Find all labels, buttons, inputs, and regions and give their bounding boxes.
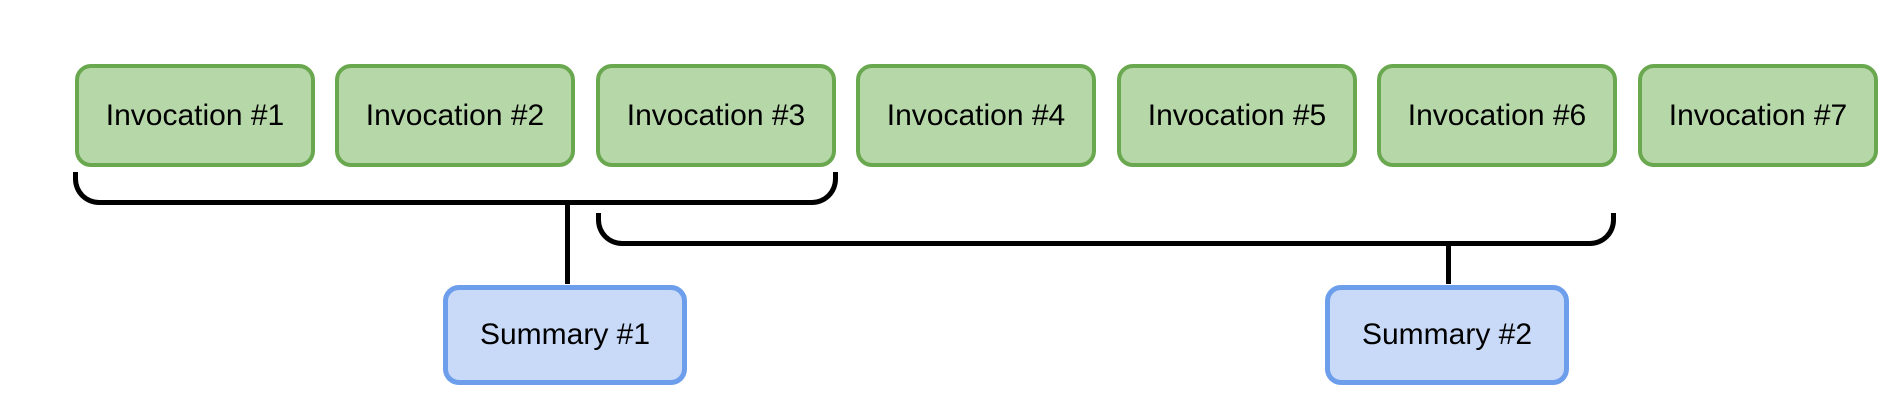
connector-stem-1 — [565, 200, 570, 284]
invocation-box-2: Invocation #2 — [335, 64, 575, 167]
invocation-box-3: Invocation #3 — [596, 64, 836, 167]
invocation-box-7: Invocation #7 — [1638, 64, 1878, 167]
summary-box-1: Summary #1 — [443, 285, 687, 385]
group-bracket-2 — [596, 213, 1616, 246]
invocation-box-1: Invocation #1 — [75, 64, 315, 167]
group-bracket-1 — [73, 172, 838, 205]
invocation-box-4: Invocation #4 — [856, 64, 1096, 167]
connector-stem-2 — [1446, 241, 1451, 284]
summary-box-2: Summary #2 — [1325, 285, 1569, 385]
invocation-box-5: Invocation #5 — [1117, 64, 1357, 167]
invocation-box-6: Invocation #6 — [1377, 64, 1617, 167]
